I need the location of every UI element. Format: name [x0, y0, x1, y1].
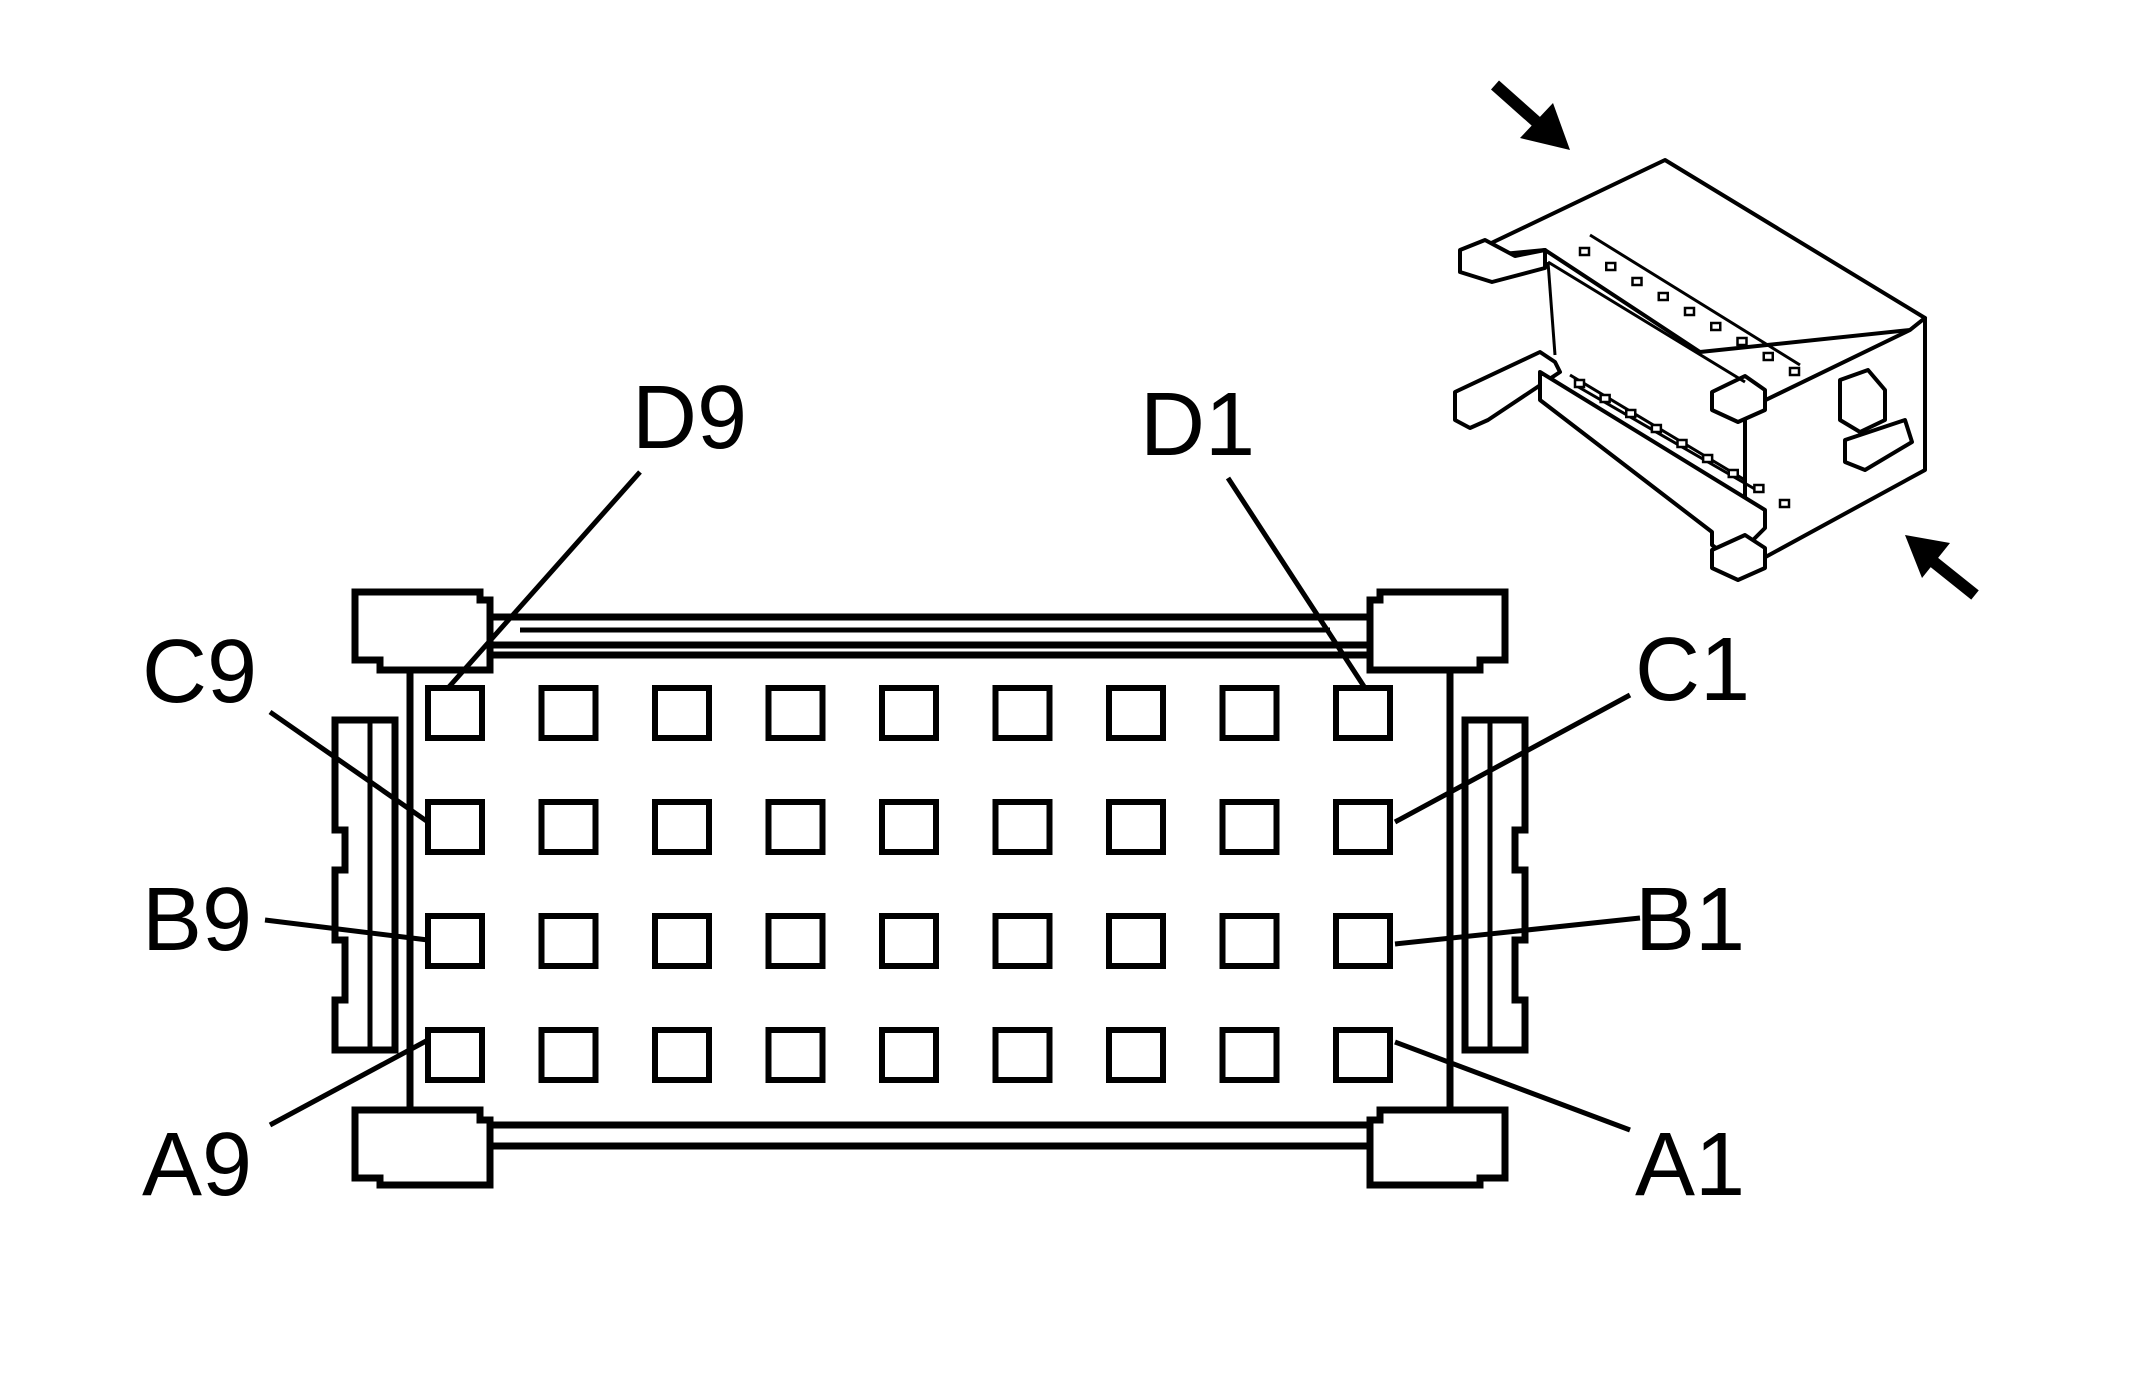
leader-d9: [446, 470, 642, 690]
inset-slot: [1701, 453, 1714, 464]
left-upper-latch: [351, 588, 494, 674]
inset-upper-arm: [1458, 238, 1547, 284]
leader-c1: [1393, 692, 1632, 825]
arrow-lower-right: [1905, 535, 1979, 600]
inset-slot: [1599, 393, 1611, 404]
cavity-b1: [1333, 913, 1393, 969]
cavity-c7: [652, 799, 712, 855]
cavity-c8: [538, 799, 599, 855]
callout-labels: D9 D1 C9 C1 B9 B1 A9 A1: [142, 368, 1750, 1215]
leader-a1: [1394, 1039, 1631, 1133]
cavity-b8: [538, 913, 599, 969]
cavity-b9: [425, 913, 485, 969]
cavity-b7: [652, 913, 712, 969]
inset-inner-edge-1: [1547, 260, 1746, 384]
inset-slot: [1778, 498, 1791, 509]
leader-lines: [264, 470, 1641, 1133]
inset-slot: [1578, 246, 1591, 257]
cavity-a3: [1106, 1027, 1166, 1083]
cavity-d2: [1219, 685, 1280, 741]
inset-slot: [1676, 438, 1688, 449]
inset-slot: [1631, 276, 1643, 287]
cavity-b2: [1219, 913, 1280, 969]
cavity-c3: [1106, 799, 1166, 855]
inset-slot: [1736, 336, 1748, 347]
isometric-inset: [1453, 158, 1927, 582]
inset-slot: [1710, 321, 1722, 332]
inset-side-rib-1: [1838, 368, 1887, 434]
cavity-a5: [879, 1027, 939, 1083]
cavity-a2: [1219, 1027, 1280, 1083]
cavity-a6: [765, 1027, 826, 1083]
inset-slot: [1650, 423, 1663, 434]
cavity-d4: [992, 685, 1053, 741]
inset-lower-arm: [1453, 350, 1562, 430]
direction-arrows: [1491, 80, 1979, 600]
cavity-a1: [1333, 1027, 1393, 1083]
inset-inner-edge-2: [1546, 261, 1557, 356]
cavity-a9: [425, 1027, 485, 1083]
inset-slot: [1727, 468, 1739, 479]
leader-d1: [1225, 476, 1368, 690]
connector-face: [331, 588, 1529, 1189]
cavity-d5: [879, 685, 939, 741]
label-c1: C1: [1635, 620, 1750, 720]
cavity-c1: [1333, 799, 1393, 855]
cavity-b5: [879, 913, 939, 969]
inset-slot: [1683, 306, 1696, 317]
cavity-d3: [1106, 685, 1166, 741]
cavity-d6: [765, 685, 826, 741]
inset-front-tab-lower: [1710, 533, 1767, 582]
arrow-upper-left: [1491, 80, 1570, 150]
label-c9: C9: [142, 622, 257, 722]
label-b9: B9: [142, 870, 252, 970]
right-upper-latch: [1366, 588, 1509, 674]
label-a9: A9: [142, 1115, 252, 1215]
inset-slot-row-top: [1578, 246, 1801, 377]
cavity-a4: [992, 1027, 1053, 1083]
label-d1: D1: [1140, 375, 1255, 475]
cavity-c6: [765, 799, 826, 855]
leader-a9: [268, 1037, 430, 1128]
label-a1: A1: [1635, 1115, 1745, 1215]
inset-slot: [1753, 483, 1765, 494]
cavity-d9: [425, 685, 485, 741]
label-b1: B1: [1635, 870, 1745, 970]
left-lower-latch: [351, 1106, 494, 1189]
cavity-a7: [652, 1027, 712, 1083]
inset-side-rib-2: [1843, 418, 1914, 472]
inset-front-tab-upper: [1710, 374, 1767, 424]
inset-slot: [1762, 351, 1774, 362]
inset-slot: [1573, 378, 1586, 389]
cavity-c4: [992, 799, 1053, 855]
inset-inner-edge-4: [1589, 233, 1801, 367]
left-side-wall: [331, 716, 399, 1054]
cavity-a8: [538, 1027, 599, 1083]
cavity-c9: [425, 799, 485, 855]
cavity-grid: [425, 685, 1393, 1083]
inset-slot: [1605, 261, 1617, 272]
cavity-d8: [538, 685, 599, 741]
inset-slot: [1788, 366, 1801, 377]
inset-slot: [1625, 408, 1637, 419]
inset-slot-row-bottom: [1573, 378, 1791, 509]
cavity-d1: [1333, 685, 1393, 741]
cavity-c2: [1219, 799, 1280, 855]
inset-slot: [1657, 291, 1669, 302]
cavity-b6: [765, 913, 826, 969]
right-lower-latch: [1366, 1106, 1509, 1189]
label-d9: D9: [632, 368, 747, 468]
cavity-b4: [992, 913, 1053, 969]
cavity-d7: [652, 685, 712, 741]
leader-b9: [264, 917, 429, 943]
cavity-b3: [1106, 913, 1166, 969]
cavity-c5: [879, 799, 939, 855]
leader-b1: [1394, 915, 1641, 947]
leader-c9: [268, 709, 430, 825]
right-side-wall: [1461, 716, 1529, 1054]
